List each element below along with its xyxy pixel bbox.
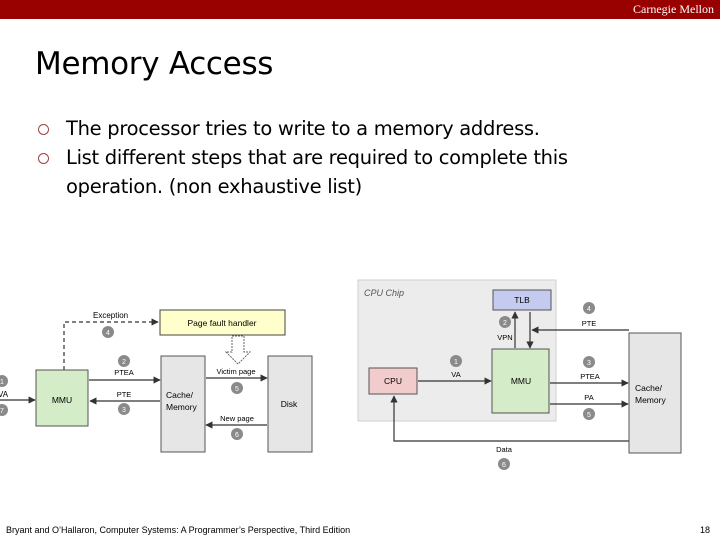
left-cache-memory-box bbox=[160, 355, 206, 453]
right-step-badge-1: 1 bbox=[450, 355, 462, 367]
left-pte-label: PTE bbox=[117, 390, 132, 399]
left-va-label: VA bbox=[0, 390, 9, 399]
right-step-badge-6: 6 bbox=[498, 458, 510, 470]
bullet-ring-icon bbox=[38, 124, 49, 135]
new-page-label: New page bbox=[220, 414, 254, 423]
svg-text:1: 1 bbox=[0, 379, 4, 386]
right-step-badge-2: 2 bbox=[499, 316, 511, 328]
disk-label: Disk bbox=[281, 399, 298, 409]
victim-page-label: Victim page bbox=[216, 367, 255, 376]
page-fault-handler-box bbox=[159, 309, 286, 336]
svg-text:4: 4 bbox=[106, 330, 110, 337]
step-badge-3: 3 bbox=[118, 403, 130, 415]
brand-label: Carnegie Mellon bbox=[633, 2, 714, 16]
svg-text:6: 6 bbox=[235, 432, 239, 439]
step-badge-1: 1 bbox=[0, 375, 8, 387]
right-va-label: VA bbox=[451, 370, 460, 379]
right-mmu-label: MMU bbox=[511, 376, 531, 386]
cpu-box bbox=[368, 367, 418, 395]
step-badge-6: 6 bbox=[231, 428, 243, 440]
bullet-text: The processor tries to write to a memory… bbox=[66, 117, 540, 140]
left-ptea-label: PTEA bbox=[114, 368, 134, 377]
svg-text:1: 1 bbox=[454, 359, 458, 366]
right-cache-label-1: Cache/ bbox=[635, 383, 663, 393]
svg-text:7: 7 bbox=[0, 408, 4, 415]
svg-text:5: 5 bbox=[235, 386, 239, 393]
right-step-badge-5: 5 bbox=[583, 408, 595, 420]
page-number: 18 bbox=[700, 525, 711, 535]
svg-text:4: 4 bbox=[587, 306, 591, 313]
right-cache-memory-box bbox=[628, 332, 682, 454]
cpu-chip-label: CPU Chip bbox=[364, 288, 404, 298]
vpn-label: VPN bbox=[497, 333, 512, 342]
right-pte-label: PTE bbox=[582, 319, 597, 328]
bullet-ring-icon bbox=[38, 153, 49, 164]
bullet-item: The processor tries to write to a memory… bbox=[38, 114, 638, 143]
right-cache-label-2: Memory bbox=[635, 395, 666, 405]
svg-text:2: 2 bbox=[122, 359, 126, 366]
exception-label: Exception bbox=[93, 311, 128, 320]
right-pa-label: PA bbox=[584, 393, 593, 402]
right-mmu-box bbox=[491, 348, 550, 414]
right-ptea-label: PTEA bbox=[580, 372, 600, 381]
top-bar: Carnegie Mellon bbox=[0, 0, 720, 19]
step-badge-7: 7 bbox=[0, 404, 8, 416]
svg-text:5: 5 bbox=[587, 412, 591, 419]
tlb-label: TLB bbox=[514, 295, 530, 305]
slide-title: Memory Access bbox=[35, 46, 274, 82]
cpu-label: CPU bbox=[384, 376, 402, 386]
footer-citation: Bryant and O’Hallaron, Computer Systems:… bbox=[6, 525, 351, 535]
data-label: Data bbox=[496, 445, 513, 454]
svg-text:3: 3 bbox=[122, 407, 126, 414]
tlb-box bbox=[492, 289, 552, 311]
data-return-arrow bbox=[390, 395, 629, 442]
left-mmu-box bbox=[35, 369, 89, 427]
page-fault-handler-label: Page fault handler bbox=[188, 318, 257, 328]
exception-line bbox=[63, 318, 159, 370]
bullet-text: List different steps that are required t… bbox=[66, 146, 568, 198]
bullet-list: The processor tries to write to a memory… bbox=[38, 114, 638, 201]
step-badge-5: 5 bbox=[231, 382, 243, 394]
handler-down-arrow bbox=[224, 335, 252, 365]
svg-text:2: 2 bbox=[503, 320, 507, 327]
step-badge-2: 2 bbox=[118, 355, 130, 367]
svg-text:6: 6 bbox=[502, 462, 506, 469]
step-badge-4: 4 bbox=[102, 326, 114, 338]
bullet-item: List different steps that are required t… bbox=[38, 143, 638, 201]
left-cache-label-1: Cache/ bbox=[166, 390, 194, 400]
right-step-badge-3: 3 bbox=[583, 356, 595, 368]
left-mmu-label: MMU bbox=[52, 395, 72, 405]
right-step-badge-4: 4 bbox=[583, 302, 595, 314]
disk-box bbox=[267, 355, 313, 453]
svg-text:3: 3 bbox=[587, 360, 591, 367]
left-cache-label-2: Memory bbox=[166, 402, 197, 412]
